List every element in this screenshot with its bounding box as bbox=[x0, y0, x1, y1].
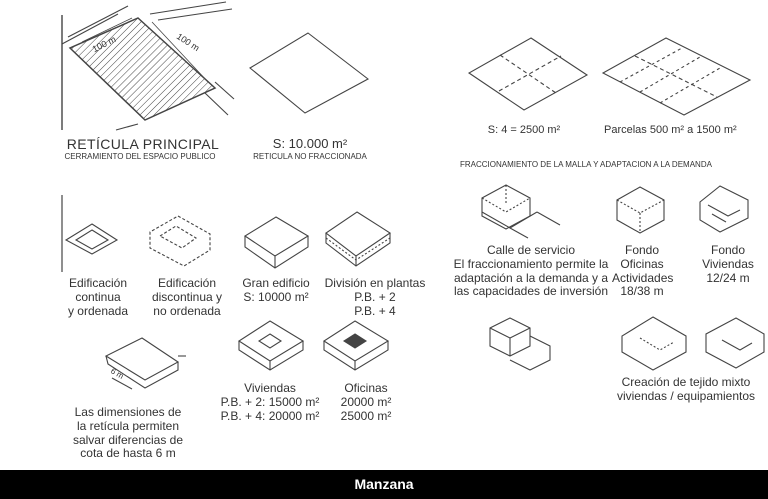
offices-caption: Oficinas 20000 m² 25000 m² bbox=[340, 381, 392, 423]
housing-depth-caption: Fondo Viviendas 12/24 m bbox=[702, 243, 754, 285]
discontinuous-building-drawing bbox=[149, 215, 211, 267]
discontinuous-building-caption: Edificación discontinua y no ordenada bbox=[151, 276, 223, 318]
big-building-caption: Gran edificio S: 10000 m² bbox=[242, 276, 310, 304]
diagram-drawings bbox=[61, 1, 765, 390]
service-street-drawing bbox=[481, 184, 561, 239]
unfractioned-area-label: S: 10.000 m² bbox=[272, 136, 348, 151]
service-street-caption: Calle de servicio El fraccionamiento per… bbox=[453, 243, 609, 299]
quarter-area-label: S: 4 = 2500 m² bbox=[487, 124, 561, 136]
footer-caption: Manzana bbox=[0, 470, 768, 499]
housing-depth-drawing bbox=[699, 185, 749, 233]
mixed-fabric-drawing bbox=[621, 316, 765, 371]
housing-caption: Viviendas P.B. + 2: 15000 m² P.B. + 4: 2… bbox=[220, 381, 320, 423]
main-grid-title: RETÍCULA PRINCIPAL bbox=[66, 136, 220, 152]
parcels-drawing bbox=[601, 37, 752, 116]
main-grid-drawing bbox=[61, 1, 235, 131]
continuous-building-drawing bbox=[61, 195, 119, 272]
slope-drawing bbox=[104, 337, 186, 390]
fractioning-heading: FRACCIONAMIENTO DE LA MALLA Y ADAPTACION… bbox=[460, 160, 712, 169]
blocks-drawing bbox=[489, 317, 551, 371]
parcels-area-label: Parcelas 500 m² a 1500 m² bbox=[604, 124, 737, 136]
big-building-drawing bbox=[243, 216, 310, 269]
floors-drawing bbox=[325, 211, 392, 267]
quarter-plot-drawing bbox=[467, 37, 589, 111]
main-grid-subtitle: CERRAMIENTO DEL ESPACIO PUBLICO bbox=[64, 152, 216, 161]
slope-caption: Las dimensiones de la retícula permiten … bbox=[72, 405, 184, 461]
unfractioned-caption: RETICULA NO FRACCIONADA bbox=[253, 152, 367, 161]
offices-depth-caption: Fondo Oficinas Actividades 18/38 m bbox=[612, 243, 674, 299]
mixed-fabric-caption: Creación de tejido mixto viviendas / equ… bbox=[616, 375, 756, 403]
offices-ring-drawing bbox=[322, 320, 390, 371]
floors-caption: División en plantas P.B. + 2 P.B. + 4 bbox=[324, 276, 426, 318]
unfractioned-plot-drawing bbox=[249, 32, 370, 114]
offices-depth-drawing bbox=[616, 186, 665, 234]
continuous-building-caption: Edificación continua y ordenada bbox=[67, 276, 129, 318]
housing-ring-drawing bbox=[237, 320, 305, 371]
